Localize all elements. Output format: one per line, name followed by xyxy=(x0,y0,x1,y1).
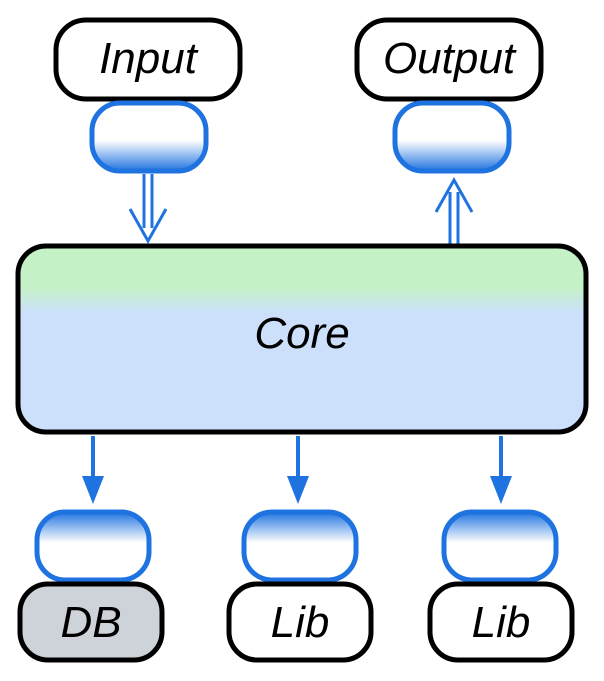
input-to-core-arrow xyxy=(128,174,168,245)
core-label: Core xyxy=(254,309,349,358)
lib2-label: Lib xyxy=(472,598,531,647)
lib1-label: Lib xyxy=(271,598,330,647)
core-to-lib1-arrow xyxy=(287,436,309,504)
db-terminal: DB xyxy=(17,581,165,663)
lib2-terminal: Lib xyxy=(427,581,575,663)
core-box: Core xyxy=(15,243,589,435)
core-to-lib2-arrow xyxy=(490,436,512,504)
db-label: DB xyxy=(60,598,121,647)
input-terminal: Input xyxy=(53,17,243,102)
output-label: Output xyxy=(383,34,517,83)
input-label: Input xyxy=(99,34,199,83)
input-port xyxy=(89,100,209,174)
lib2-port xyxy=(441,509,559,583)
lib1-port xyxy=(241,509,359,583)
db-port xyxy=(34,509,152,583)
lib1-terminal: Lib xyxy=(226,581,374,663)
output-port xyxy=(392,100,512,174)
core-to-db-arrow xyxy=(82,436,104,504)
output-terminal: Output xyxy=(354,17,544,102)
core-to-output-arrow xyxy=(434,176,474,244)
